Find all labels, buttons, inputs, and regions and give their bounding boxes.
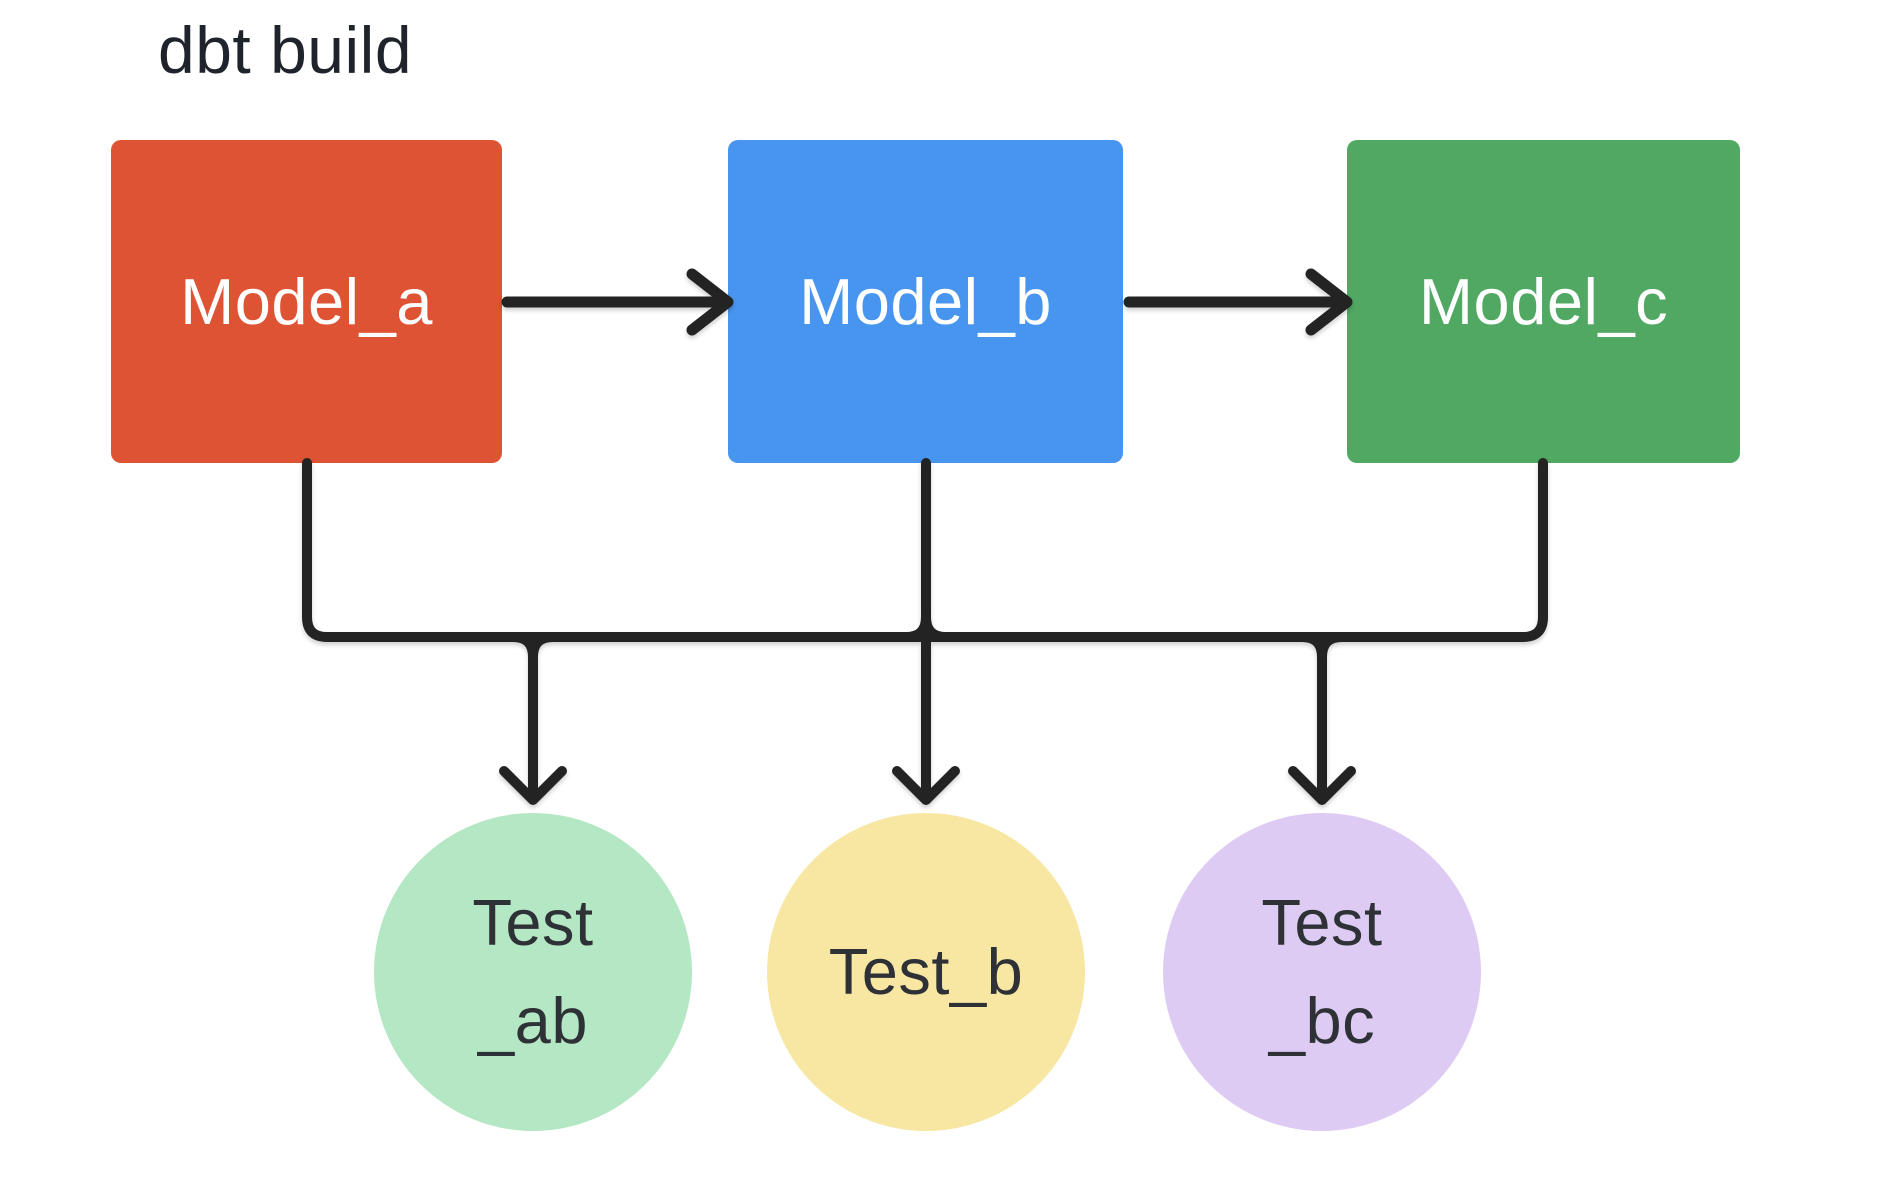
- node-test-ab: Test _ab: [374, 813, 692, 1131]
- node-test-ab-label-line2: _ab: [478, 984, 588, 1057]
- arrow-model-a-to-model-b-icon: [501, 268, 734, 336]
- node-model-c-label: Model_c: [1418, 265, 1669, 338]
- node-test-b-label-line1: Test_b: [828, 935, 1024, 1008]
- node-model-b: Model_b: [728, 140, 1123, 463]
- node-model-c: Model_c: [1347, 140, 1740, 463]
- node-test-bc: Test _bc: [1163, 813, 1481, 1131]
- node-model-a: Model_a: [111, 140, 502, 463]
- diagram-title: dbt build: [158, 13, 413, 87]
- arrowhead-to-test-ab-icon: [499, 766, 567, 805]
- node-model-a-label: Model_a: [180, 265, 433, 338]
- arrowhead-to-test-b-icon: [892, 766, 960, 805]
- node-test-bc-label-line1: Test: [1261, 886, 1383, 959]
- arrowhead-to-test-bc-icon: [1288, 766, 1356, 805]
- node-model-b-label: Model_b: [799, 265, 1052, 338]
- arrow-model-b-to-model-c-icon: [1123, 268, 1353, 336]
- node-test-b: Test_b: [767, 813, 1085, 1131]
- test-connector-rail: [302, 458, 1548, 802]
- node-test-ab-label-line1: Test: [472, 886, 594, 959]
- node-test-bc-label-line2: _bc: [1268, 984, 1376, 1057]
